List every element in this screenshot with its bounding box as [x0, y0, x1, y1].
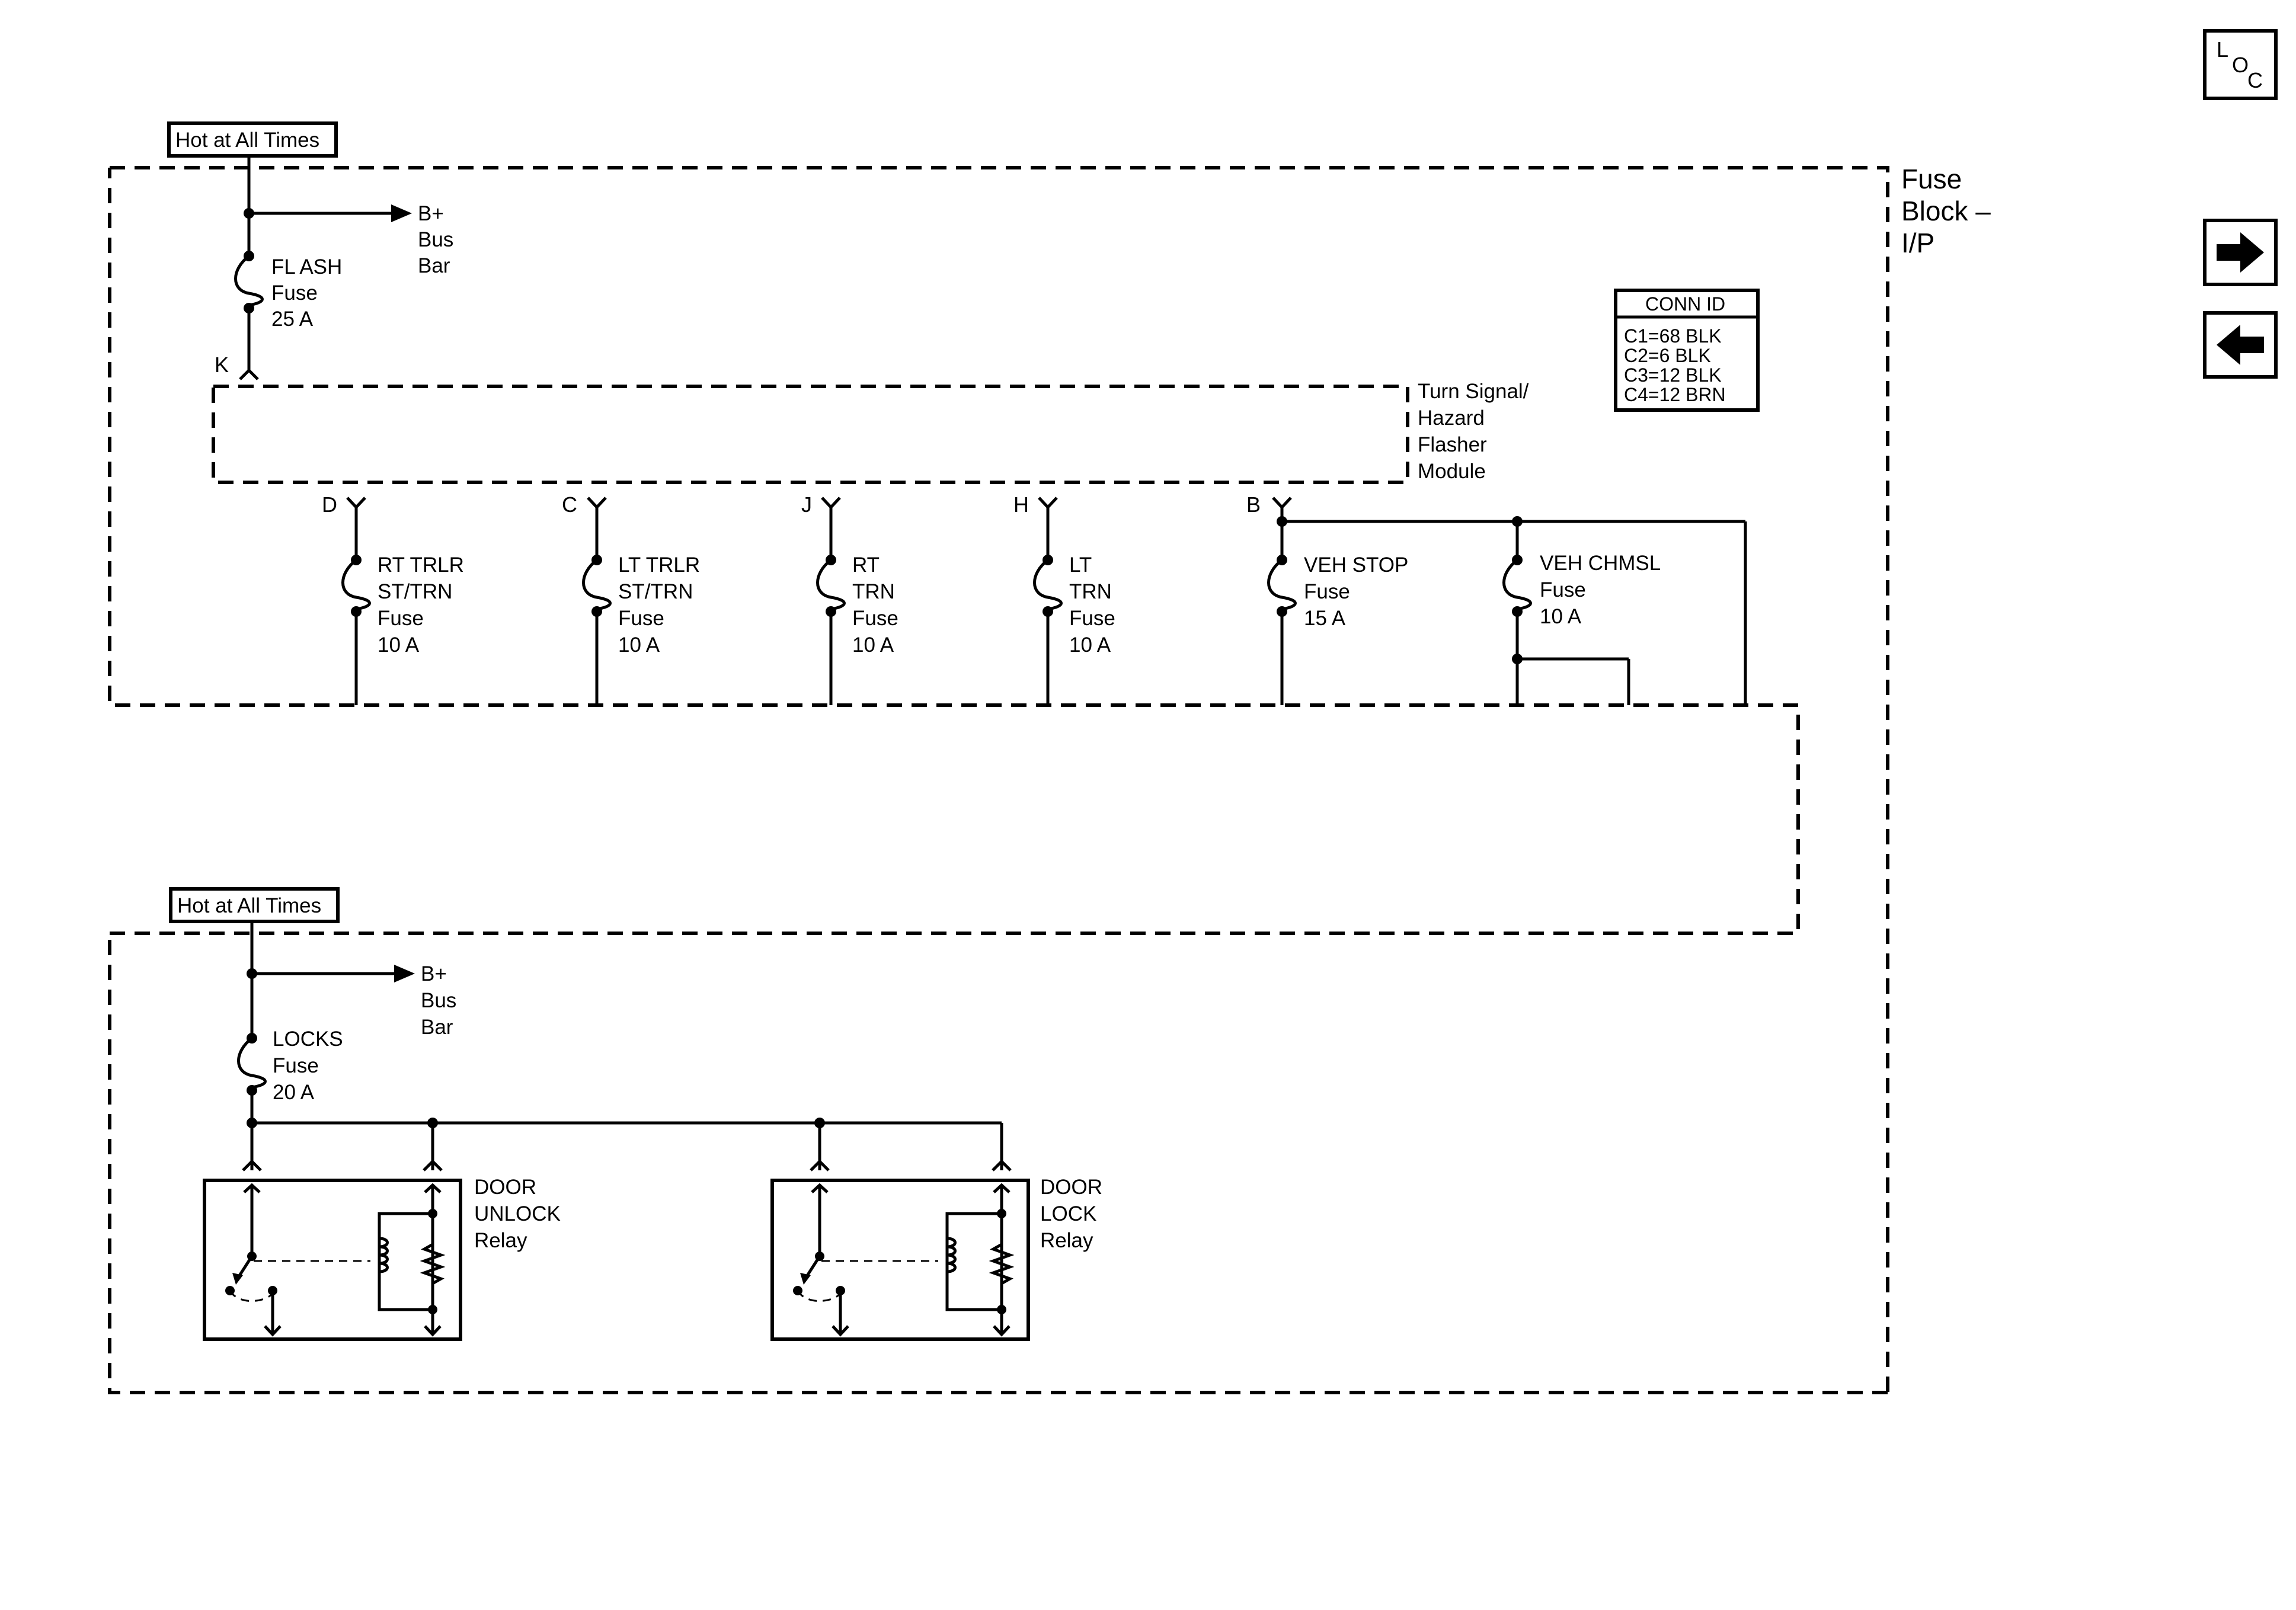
conn-id-title: CONN ID [1645, 293, 1725, 315]
conn-id-row: C1=68 BLK [1624, 325, 1722, 347]
fuse-label: 15 A [1304, 607, 1346, 630]
loc-letter-c: C [2247, 68, 2263, 92]
branch-veh-stop: B VEH STOP Fuse 15 A [1246, 492, 1745, 705]
conn-id-row: C4=12 BRN [1624, 384, 1726, 405]
fuse-label: Fuse [271, 281, 318, 305]
fuse-label: 10 A [378, 633, 420, 657]
arrow-head-icon [394, 965, 415, 982]
branch-rt-trlr: D RT TRLR ST/TRN Fuse 10 A [322, 492, 464, 705]
pin-label: D [322, 492, 337, 517]
fuse-label: TRN [852, 580, 895, 603]
connector-icon [239, 368, 259, 380]
resistor-icon [420, 1243, 446, 1285]
previous-page-button[interactable] [2203, 311, 2278, 379]
fuse-label: Fuse [273, 1054, 319, 1077]
module-label: Hazard [1418, 406, 1485, 430]
door-unlock-relay: DOOR UNLOCK Relay [203, 1176, 561, 1341]
relay-coil-icon [379, 1237, 389, 1273]
fuse-label: 10 A [618, 633, 660, 657]
fuse-label: LT TRLR [618, 553, 700, 577]
fuse-label: Fuse [1304, 580, 1350, 603]
fuse-label: Fuse [1540, 578, 1586, 601]
fuse-label: Fuse [618, 607, 664, 630]
fuse-label: ST/TRN [618, 580, 693, 603]
conn-id-row: C2=6 BLK [1624, 345, 1711, 366]
pin-label: H [1013, 492, 1029, 517]
pin-label: K [215, 353, 229, 377]
branch-veh-chmsl: VEH CHMSL Fuse 10 A [1502, 516, 1747, 705]
fuse-label: 10 A [1069, 633, 1111, 657]
branch-lt-trn: H LT TRN Fuse 10 A [1013, 492, 1115, 705]
conn-id-box [1614, 289, 1760, 412]
door-lock-relay: DOOR LOCK Relay [770, 1176, 1102, 1341]
fuse-label: LT [1069, 553, 1092, 577]
arrow-right-icon [2217, 232, 2264, 273]
resistor-icon [989, 1243, 1015, 1285]
relay-label: Relay [474, 1229, 527, 1252]
hot-at-all-times-box [169, 887, 340, 923]
branch-lt-trlr: C LT TRLR ST/TRN Fuse 10 A [562, 492, 700, 705]
fuse-label: LOCKS [273, 1028, 343, 1051]
fuse-symbol-icon [237, 1037, 267, 1089]
fuse-label: Fuse [852, 607, 898, 630]
fuse-block-top: Hot at All Times B+ Bus Bar FL ASH Fuse … [108, 121, 1991, 1394]
turn-signal-module-outline [212, 385, 1409, 484]
hot-at-all-times-box [167, 121, 338, 158]
pin-label: C [562, 492, 577, 517]
hot-at-all-times-label: Hot at All Times [175, 129, 319, 152]
pin-label: B [1246, 492, 1261, 517]
fuse-label: 25 A [271, 308, 314, 331]
fuse-block-outline [108, 166, 1889, 1394]
fuse-label: VEH CHMSL [1540, 552, 1661, 575]
fuse-block-title: I/P [1901, 228, 1934, 258]
arrow-left-icon [2217, 325, 2264, 365]
bus-bar-label: B+ [418, 202, 444, 225]
module-label: Module [1418, 460, 1486, 483]
fuse-label: Fuse [378, 607, 424, 630]
relay-label: Relay [1040, 1229, 1093, 1252]
hot-at-all-times-label: Hot at All Times [177, 894, 321, 917]
relay-label: LOCK [1040, 1202, 1096, 1225]
location-button[interactable]: L O C [2203, 29, 2278, 100]
relay-coil-icon [946, 1237, 957, 1273]
fuse-label: 10 A [852, 633, 894, 657]
fuse-label: ST/TRN [378, 580, 452, 603]
fuse-label: Fuse [1069, 607, 1115, 630]
relay-label: UNLOCK [474, 1202, 561, 1225]
fuse-block-bottom: Hot at All Times B+ Bus Bar LOCKS Fuse 2… [169, 887, 1102, 1341]
bus-bar-label: B+ [421, 962, 447, 985]
branch-rt-trn: J RT TRN Fuse 10 A [801, 492, 898, 705]
fuse-label: RT TRLR [378, 553, 464, 577]
loc-letter-o: O [2232, 53, 2249, 77]
fuse-label: VEH STOP [1304, 553, 1408, 577]
fuse-symbol-icon [234, 255, 264, 307]
next-page-button[interactable] [2203, 219, 2278, 286]
relay-label: DOOR [1040, 1176, 1102, 1199]
fuse-label: 10 A [1540, 605, 1582, 628]
bus-bar-label: Bar [418, 254, 450, 277]
arrow-head-icon [391, 204, 412, 222]
fuse-block-title: Block – [1901, 196, 1991, 226]
loc-letter-l: L [2217, 37, 2228, 62]
conn-id-row: C3=12 BLK [1624, 364, 1722, 386]
fuse-label: 20 A [273, 1081, 315, 1104]
bus-bar-label: Bar [421, 1016, 453, 1039]
module-label: Turn Signal/ [1418, 380, 1529, 403]
fuse-label: TRN [1069, 580, 1112, 603]
bus-bar-label: Bus [421, 989, 456, 1012]
pin-label: J [801, 492, 812, 517]
module-label: Flasher [1418, 433, 1487, 456]
fuse-label: RT [852, 553, 880, 577]
fuse-block-title: Fuse [1901, 164, 1962, 194]
relay-label: DOOR [474, 1176, 536, 1199]
bus-bar-label: Bus [418, 228, 453, 251]
fuse-label: FL ASH [271, 255, 342, 279]
